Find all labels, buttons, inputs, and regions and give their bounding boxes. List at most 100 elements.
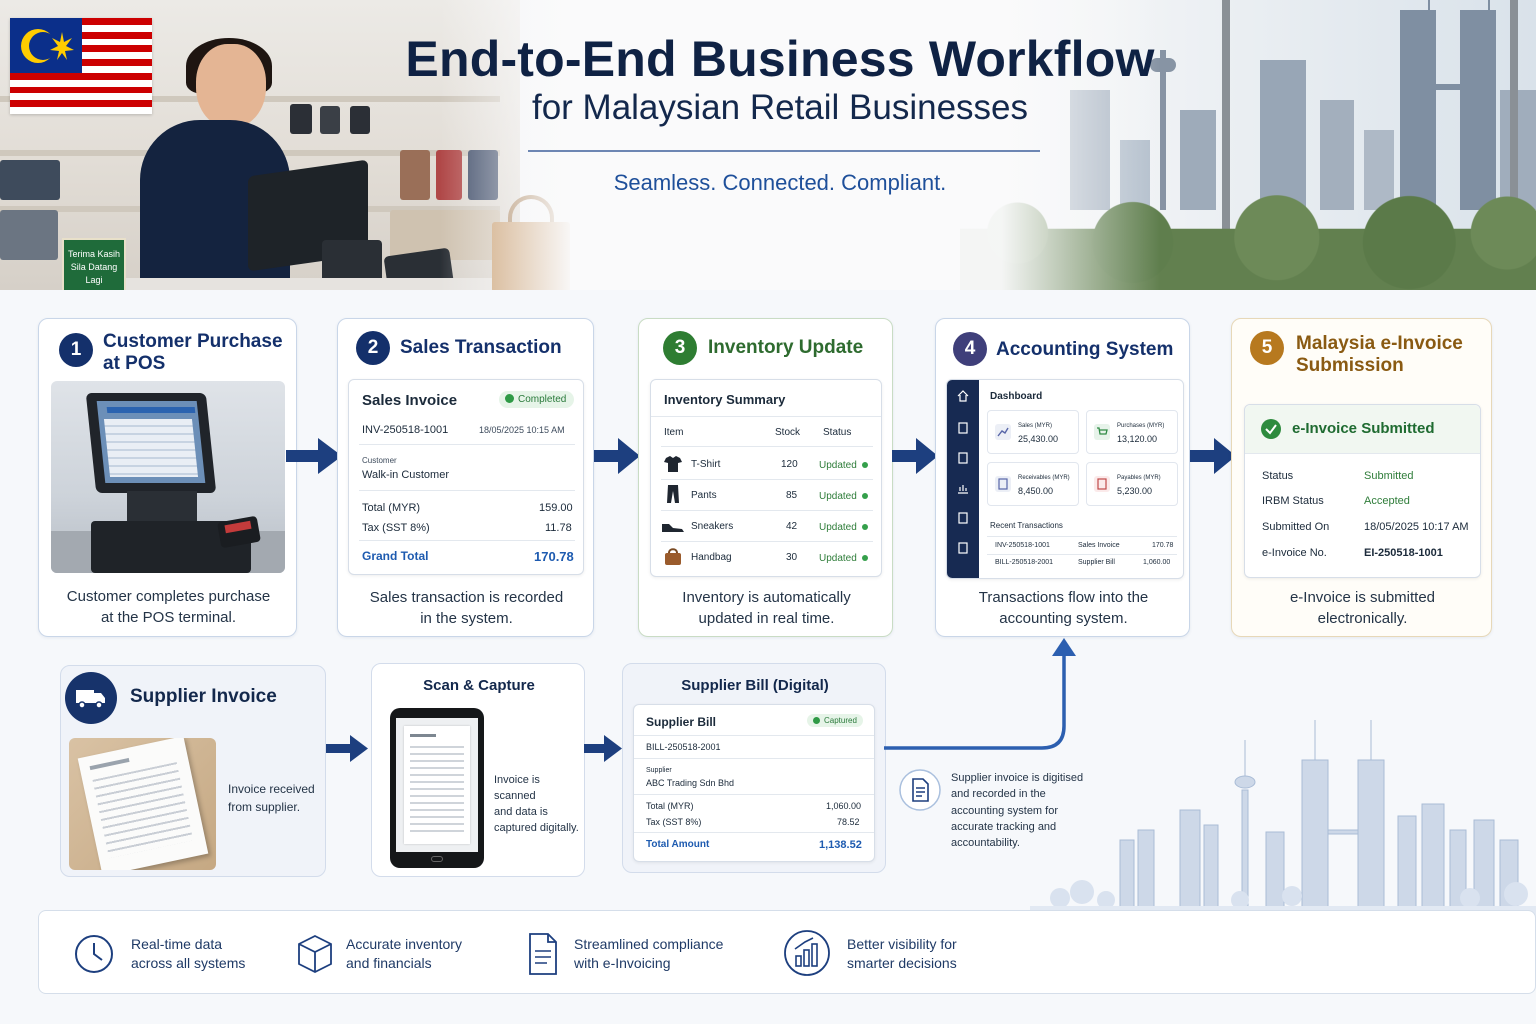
document-icon[interactable] <box>957 452 969 464</box>
item-stock: 85 <box>786 490 798 501</box>
txn-id: BILL-250518-2001 <box>995 559 1053 566</box>
handbag-icon <box>665 548 681 565</box>
einvoice-value: EI-250518-1001 <box>1364 547 1443 559</box>
txn-amount: 1,060.00 <box>1143 559 1171 566</box>
page-title: End-to-End Business Workflow <box>405 31 1155 87</box>
recent-heading: Recent Transactions <box>990 521 1063 530</box>
item-stock: 120 <box>781 459 798 470</box>
step-caption: Sales transaction is recorded <box>369 589 564 606</box>
kpi-value: 5,230.00 <box>1117 486 1153 496</box>
step-caption: Inventory is automatically <box>682 589 851 606</box>
bill-tax-value: 78.52 <box>837 817 860 827</box>
txn-type: Sales Invoice <box>1078 542 1120 549</box>
status-dot <box>862 524 868 530</box>
benefit-text: with e-Invoicing <box>574 955 671 971</box>
sneaker-icon <box>662 524 684 532</box>
step-title: Submission <box>1296 355 1404 376</box>
benefit-text: Streamlined compliance <box>574 936 724 952</box>
status-dot <box>862 493 868 499</box>
arrow-scan-bill <box>584 735 622 762</box>
grand-total-label: Grand Total <box>362 549 429 563</box>
receivable-icon <box>995 476 1011 492</box>
scan-capture-card: Scan & Capture Invoice is scanned and da… <box>371 663 585 877</box>
kpi-tile: Receivables (MYR) 8,450.00 <box>987 462 1079 506</box>
step-number: 1 <box>59 333 93 367</box>
step-title: Accounting System <box>996 339 1174 360</box>
item-status: Updated <box>819 460 857 471</box>
step-number: 3 <box>663 331 697 365</box>
inventory-summary-panel: Inventory Summary Item Stock Status T-Sh… <box>650 379 882 577</box>
invoice-datetime: 18/05/2025 10:15 AM <box>479 425 565 435</box>
chart-icon <box>784 930 830 976</box>
hero-fade <box>440 0 1160 290</box>
total-label: Total (MYR) <box>362 502 421 514</box>
arrow-3-4 <box>892 438 938 474</box>
benefit-text: across all systems <box>131 955 246 971</box>
home-icon[interactable] <box>957 390 969 402</box>
step-number: 5 <box>1250 331 1284 365</box>
hero-banner: Terima Kasih Sila Datang Lagi End-to-End… <box>0 0 1536 290</box>
einvoice-heading: e-Invoice Submitted <box>1292 420 1435 437</box>
benefit-text: Better visibility for <box>847 936 957 952</box>
cart-icon <box>1094 424 1110 440</box>
scan-title: Scan & Capture <box>423 677 535 694</box>
thank-you-sign: Terima Kasih Sila Datang Lagi <box>62 238 126 290</box>
document-icon <box>899 769 941 811</box>
sign-line: Sila Datang <box>70 262 118 272</box>
kpi-tile: Payables (MYR) 5,230.00 <box>1086 462 1178 506</box>
total-value: 159.00 <box>539 502 573 514</box>
page-subtitle: for Malaysian Retail Businesses <box>531 88 1029 127</box>
benefit-text: Real-time data <box>131 936 223 952</box>
status-text: Completed <box>518 394 567 405</box>
grand-total-value: 170.78 <box>534 549 574 564</box>
scan-caption: Invoice is scanned <box>494 774 540 802</box>
supplier-value: ABC Trading Sdn Bhd <box>646 778 735 788</box>
cashier-face <box>196 44 266 128</box>
tshirt-icon <box>664 456 682 472</box>
note-line: Supplier invoice is digitised <box>951 772 1084 784</box>
step-title: Customer Purchase <box>103 331 283 352</box>
digitised-note: Supplier invoice is digitised and record… <box>951 770 1083 851</box>
arrow-2-3 <box>594 438 640 474</box>
einvoice-label: IRBM Status <box>1262 495 1324 507</box>
sales-invoice-panel: Sales Invoice Completed INV-250518-1001 … <box>348 379 584 575</box>
benefits-bar: Real-time data across all systems Accura… <box>38 910 1536 994</box>
status-badge: Completed <box>499 391 575 408</box>
kpi-value: 13,120.00 <box>1117 434 1158 444</box>
benefit-text: smarter decisions <box>847 955 957 971</box>
sign-line: Terima Kasih <box>67 249 121 259</box>
item-name: Sneakers <box>691 521 734 532</box>
document-icon[interactable] <box>957 542 969 554</box>
einvoice-label: Submitted On <box>1262 521 1330 533</box>
col-stock: Stock <box>775 427 801 438</box>
einvoice-value: Accepted <box>1364 495 1410 507</box>
step-title: Sales Transaction <box>400 337 562 358</box>
bill-amount-value: 1,138.52 <box>819 839 862 851</box>
kpi-value: 25,430.00 <box>1018 434 1059 444</box>
txn-type: Supplier Bill <box>1078 559 1115 566</box>
note-line: accountability. <box>951 837 1020 850</box>
bill-card-title: Supplier Bill (Digital) <box>681 677 829 694</box>
kpi-label: Purchases (MYR) <box>1117 423 1165 429</box>
dashboard-sidebar <box>947 380 979 578</box>
check-icon <box>813 717 820 724</box>
step-title: at POS <box>103 353 166 374</box>
summary-heading: Inventory Summary <box>664 392 786 407</box>
dashboard-heading: Dashboard <box>990 391 1043 402</box>
check-icon <box>505 394 514 403</box>
tax-label: Tax (SST 8%) <box>362 522 430 534</box>
document-icon[interactable] <box>957 422 969 434</box>
arrow-1-2 <box>286 438 342 474</box>
sales-chart-icon <box>995 424 1011 440</box>
supplier-bill-panel: Supplier Bill Captured BILL-250518-2001 … <box>633 704 875 862</box>
step-caption: Transactions flow into the <box>978 589 1149 606</box>
crescent-star-icon <box>21 29 74 63</box>
chart-icon[interactable] <box>957 482 969 494</box>
arrow-supplier-scan <box>326 735 368 762</box>
item-name: Pants <box>691 490 717 501</box>
document-icon <box>529 933 557 975</box>
kpi-label: Sales (MYR) <box>1018 423 1053 429</box>
document-icon[interactable] <box>957 512 969 524</box>
note-line: accurate tracking and <box>951 820 1057 833</box>
kpi-value: 8,450.00 <box>1018 486 1054 496</box>
